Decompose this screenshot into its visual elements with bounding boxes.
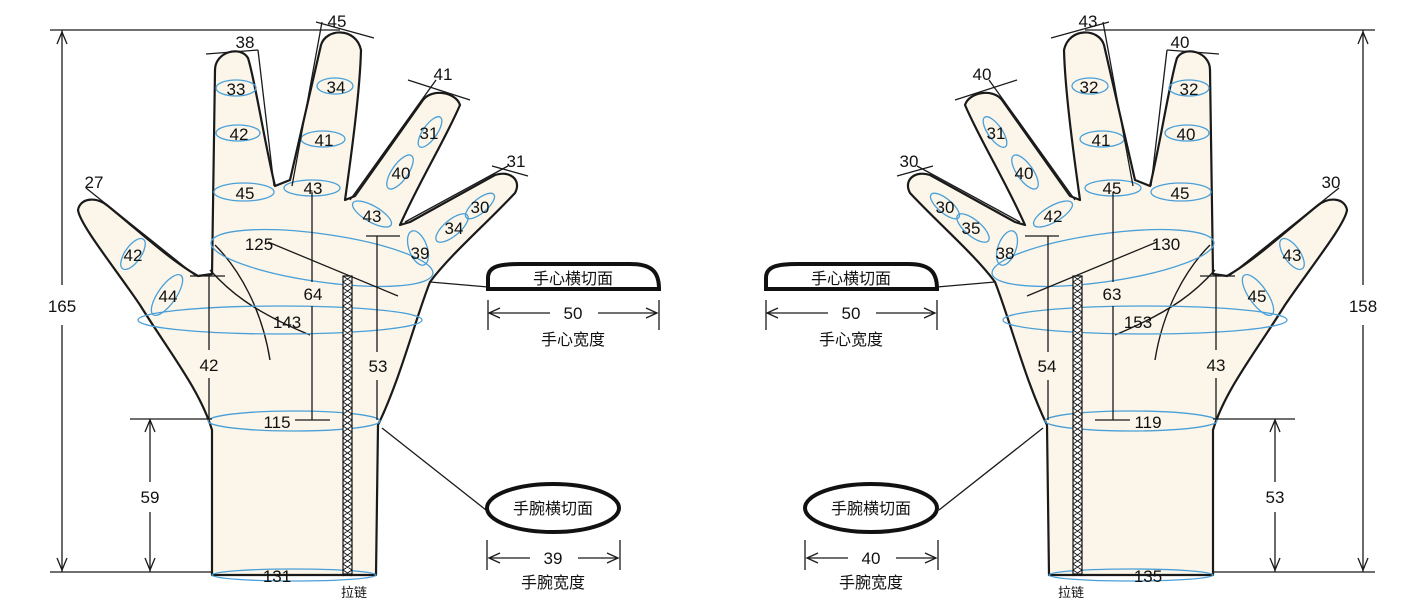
right-wrist-section: 手腕横切面 40 手腕宽度 — [803, 482, 939, 592]
left-middle-seg2: 41 — [315, 131, 334, 150]
right-dimensions — [896, 21, 1375, 573]
right-side-len: 54 — [1038, 357, 1057, 376]
right-wrist-width-label: 手腕宽度 — [839, 573, 903, 592]
left-palm-width-label: 手心宽度 — [541, 330, 605, 349]
left-middle-base: 43 — [304, 179, 323, 198]
left-palm-width: 50 — [564, 304, 583, 323]
left-labels: 27 42 44 38 33 42 45 45 34 41 43 41 31 4… — [48, 12, 526, 601]
left-palm-section-shape — [486, 262, 662, 291]
left-wrist-section-title: 手腕横切面 — [513, 499, 593, 518]
left-thumb-seg1: 42 — [124, 246, 143, 265]
right-little-seg2: 35 — [962, 219, 981, 238]
right-palm-diag: 130 — [1152, 235, 1180, 254]
right-little-base: 38 — [996, 244, 1015, 263]
right-ring-tip: 40 — [973, 65, 992, 84]
left-middle-tip: 45 — [328, 12, 347, 31]
left-thumb-len: 42 — [200, 356, 219, 375]
left-little-base: 39 — [411, 244, 430, 263]
right-wrist-width: 40 — [862, 549, 881, 568]
left-index-seg1: 33 — [227, 80, 246, 99]
right-index-tip: 40 — [1171, 33, 1190, 52]
right-thumb-seg2: 45 — [1248, 287, 1267, 306]
right-palm-section-title: 手心横切面 — [811, 269, 891, 288]
right-thumb-tip: 30 — [1322, 173, 1341, 192]
left-index-seg2: 42 — [230, 125, 249, 144]
left-palm-section: 手心横切面 50 手心宽度 — [486, 262, 662, 349]
right-palm-width-label: 手心宽度 — [819, 330, 883, 349]
right-thumb-seg1: 43 — [1283, 246, 1302, 265]
left-dimensions — [50, 21, 529, 573]
right-middle-tip: 43 — [1079, 12, 1098, 31]
right-zipper-label: 拉链 — [1058, 586, 1084, 601]
right-palm-circ: 153 — [1124, 313, 1152, 332]
right-palm-section: 手心横切面 50 手心宽度 — [764, 262, 940, 349]
left-wrist-width-label: 手腕宽度 — [521, 573, 585, 592]
right-palm-width: 50 — [842, 304, 861, 323]
left-ring-tip: 41 — [434, 65, 453, 84]
right-middle-seg1: 32 — [1080, 78, 1099, 97]
right-total-len: 158 — [1349, 297, 1377, 316]
left-cuff-len: 59 — [141, 488, 160, 507]
left-zipper — [342, 275, 353, 577]
left-ellipses — [120, 77, 496, 582]
left-palm-len: 64 — [304, 285, 323, 304]
left-side-len: 53 — [369, 357, 388, 376]
right-glove: 30 43 45 40 32 40 45 43 32 41 45 40 31 4… — [764, 12, 1378, 601]
left-wrist-circ: 115 — [263, 413, 290, 432]
left-thumb-tip: 27 — [85, 173, 104, 192]
left-little-seg2: 34 — [445, 219, 464, 238]
right-wrist-circ: 119 — [1134, 413, 1161, 432]
left-ring-seg1: 31 — [420, 124, 439, 143]
right-index-seg2: 40 — [1177, 125, 1196, 144]
left-middle-seg1: 34 — [327, 78, 346, 97]
left-wrist-section-shape — [485, 482, 621, 534]
left-thumb-seg2: 44 — [159, 287, 178, 306]
left-index-tip: 38 — [236, 33, 255, 52]
left-total-len: 165 — [48, 297, 76, 316]
left-little-tip: 31 — [507, 152, 526, 171]
left-wrist-width: 39 — [544, 549, 563, 568]
right-cuff-circ: 135 — [1134, 567, 1162, 586]
right-little-tip: 30 — [900, 152, 919, 171]
left-little-seg1: 30 — [471, 198, 490, 217]
left-palm-section-title: 手心横切面 — [533, 269, 613, 288]
right-labels: 30 43 45 40 32 40 45 43 32 41 45 40 31 4… — [900, 12, 1378, 601]
left-zipper-label: 拉链 — [341, 586, 367, 601]
right-ring-seg2: 40 — [1015, 164, 1034, 183]
right-index-seg1: 32 — [1180, 80, 1199, 99]
right-palm-section-shape — [764, 262, 940, 291]
right-ring-seg1: 31 — [987, 124, 1006, 143]
right-wrist-section-shape — [803, 482, 939, 534]
right-middle-base: 45 — [1103, 179, 1122, 198]
left-glove: 27 42 44 38 33 42 45 45 34 41 43 41 31 4… — [48, 12, 662, 601]
left-index-base: 45 — [236, 184, 255, 203]
right-little-seg1: 30 — [936, 198, 955, 217]
left-palm-diag: 125 — [245, 235, 273, 254]
right-wrist-section-title: 手腕横切面 — [831, 499, 911, 518]
left-ring-base: 43 — [363, 207, 382, 226]
left-palm-circ: 143 — [273, 313, 301, 332]
right-index-base: 45 — [1171, 184, 1190, 203]
right-cuff-len: 53 — [1266, 488, 1285, 507]
right-palm-len: 63 — [1103, 285, 1122, 304]
left-ring-seg2: 40 — [392, 164, 411, 183]
right-ring-base: 42 — [1044, 207, 1063, 226]
right-thumb-len: 43 — [1207, 356, 1226, 375]
right-zipper — [1072, 275, 1083, 577]
left-cuff-circ: 131 — [263, 567, 291, 586]
right-middle-seg2: 41 — [1092, 131, 1111, 150]
left-wrist-section: 手腕横切面 39 手腕宽度 — [485, 482, 621, 592]
